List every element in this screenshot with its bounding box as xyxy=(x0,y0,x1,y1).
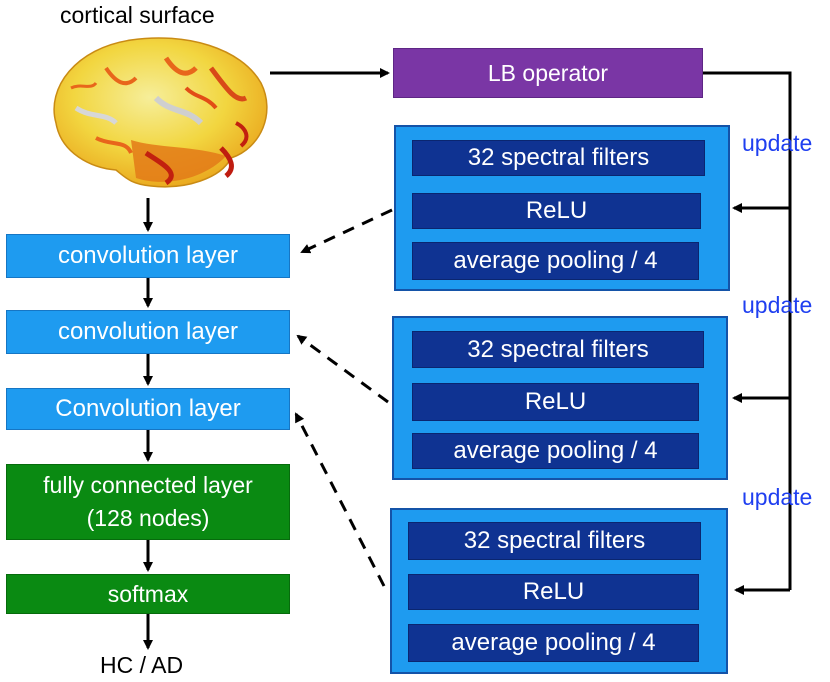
lb-operator: LB operator xyxy=(393,48,703,98)
fully-connected-layer-nodes: (128 nodes) xyxy=(86,505,210,531)
softmax-layer: softmax xyxy=(6,574,290,614)
relu-2: ReLU xyxy=(412,383,699,421)
update-label-2: update xyxy=(742,292,813,318)
convolution-layer-1: convolution layer xyxy=(6,234,290,278)
relu-1: ReLU xyxy=(412,193,701,229)
output-label: HC / AD xyxy=(100,652,184,678)
spectral-filters-1: 32 spectral filters xyxy=(412,140,705,176)
convolution-layer-3: Convolution layer xyxy=(6,388,290,430)
spectral-filters-3: 32 spectral filters xyxy=(408,522,701,560)
fully-connected-layer: fully connected layer (128 nodes) xyxy=(6,464,290,540)
relu-3: ReLU xyxy=(408,574,699,610)
fully-connected-layer-title: fully connected layer xyxy=(43,472,253,498)
spectral-filters-2: 32 spectral filters xyxy=(412,331,704,368)
convolution-layer-2: convolution layer xyxy=(6,310,290,354)
average-pooling-2: average pooling / 4 xyxy=(412,433,699,469)
average-pooling-1: average pooling / 4 xyxy=(412,242,699,280)
update-label-1: update xyxy=(742,130,813,156)
average-pooling-3: average pooling / 4 xyxy=(408,624,699,662)
cortical-surface-label: cortical surface xyxy=(60,2,215,28)
update-label-3: update xyxy=(742,484,813,510)
cortical-surface-image xyxy=(53,37,268,188)
